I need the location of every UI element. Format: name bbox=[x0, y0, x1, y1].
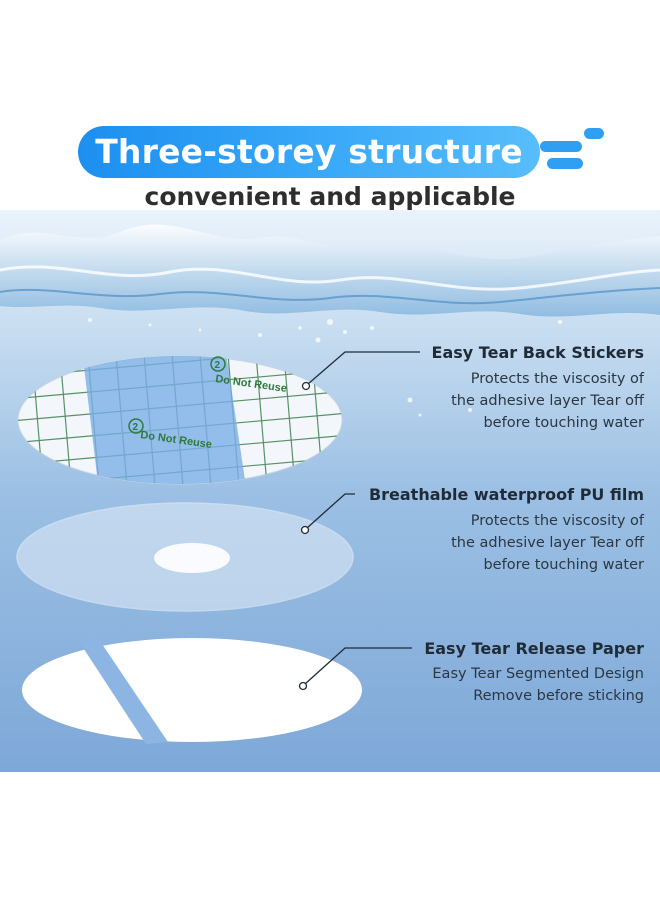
layer-2-line-1: Protects the viscosity of bbox=[470, 513, 644, 529]
layer-2-line-3: before touching water bbox=[483, 557, 644, 573]
layer-2-title: Breathable waterproof PU film bbox=[368, 485, 644, 504]
anchor-dot-3 bbox=[298, 681, 308, 691]
sticker-number-bottom: 2 bbox=[133, 422, 139, 433]
layer-2-line-2: the adhesive layer Tear off bbox=[451, 535, 644, 551]
layer-1-line-3: before touching water bbox=[483, 415, 644, 431]
sticker-number-top: 2 bbox=[215, 360, 221, 371]
layer-3-title: Easy Tear Release Paper bbox=[424, 639, 644, 658]
page-title: Three-storey structure bbox=[95, 132, 523, 171]
back-sticker-disc: Do Not Reuse Do Not Reuse 2 2 bbox=[17, 355, 343, 485]
layer-1-title: Easy Tear Back Stickers bbox=[431, 343, 644, 362]
decor-bar-long bbox=[540, 141, 582, 152]
layer-1-line-1: Protects the viscosity of bbox=[470, 371, 644, 387]
pu-film-disc bbox=[16, 502, 354, 612]
decor-bar-bottom bbox=[547, 158, 583, 169]
release-paper-disc bbox=[22, 638, 362, 744]
layer-3-line-1: Easy Tear Segmented Design bbox=[432, 666, 644, 682]
anchor-dot-2 bbox=[300, 525, 310, 535]
title-banner: Three-storey structure bbox=[78, 126, 540, 178]
anchor-dot-1 bbox=[301, 381, 311, 391]
layer-3-line-2: Remove before sticking bbox=[473, 688, 644, 704]
leader-lines bbox=[304, 351, 420, 685]
layer-1-line-2: the adhesive layer Tear off bbox=[451, 393, 644, 409]
decor-dot-top bbox=[584, 128, 604, 139]
page-subtitle: convenient and applicable bbox=[144, 182, 516, 211]
water-surface-illustration bbox=[0, 224, 660, 417]
